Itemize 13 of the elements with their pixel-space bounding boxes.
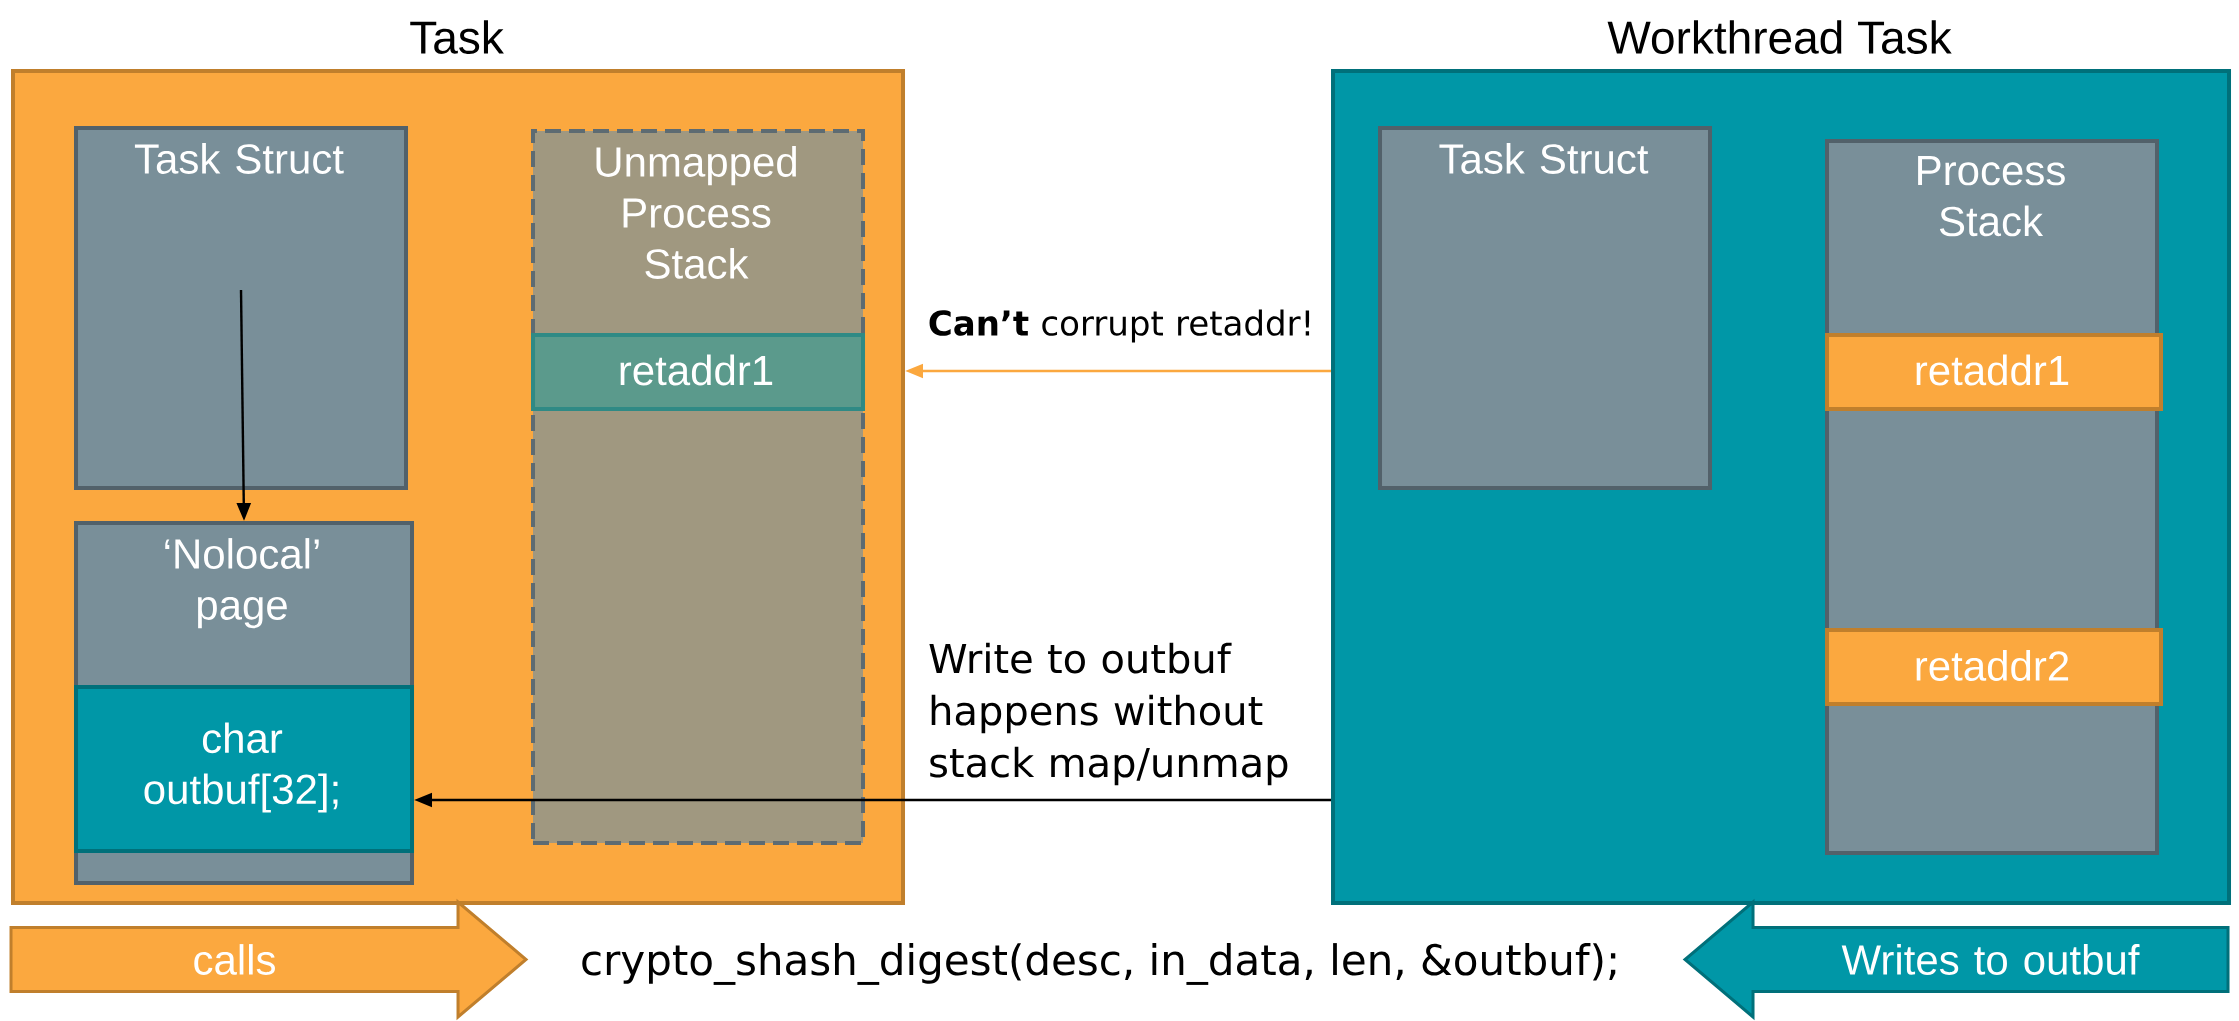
node-label: Writes to outbuf	[1841, 944, 2140, 975]
stack-slot: retaddr1	[531, 333, 865, 411]
node-label: Workthread Task	[1607, 20, 1952, 54]
node-label: calls	[194, 944, 275, 975]
struct-box: Task Struct	[1378, 126, 1712, 490]
edge-label: Write to outbuf happens without stack map/unmap	[929, 642, 1288, 786]
stack-slot: retaddr2	[1825, 628, 2163, 706]
code-text: crypto_shash_digest(desc, in_data, len, &outbuf);	[582, 943, 1616, 985]
node-label: Task	[410, 20, 504, 54]
edge-label: Can’t corrupt retaddr!	[929, 309, 1310, 343]
buffer-box: char outbuf[32];	[74, 685, 414, 853]
struct-box: Task Struct	[74, 126, 408, 490]
stack-slot: retaddr1	[1825, 333, 2163, 411]
